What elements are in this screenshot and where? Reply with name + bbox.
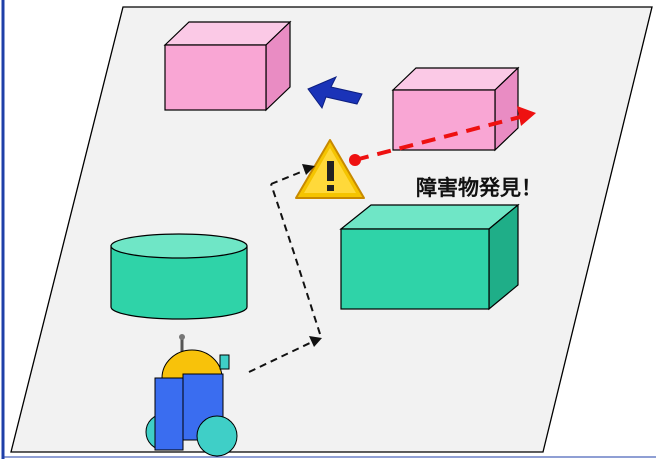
obstacle-found-caption: 障害物発見！: [416, 176, 542, 200]
floor-plane: [10, 6, 653, 453]
green-box: [339, 203, 520, 311]
pink-box-back: [163, 20, 292, 112]
red-sensor-path: [349, 106, 536, 166]
warning-icon: [295, 139, 365, 199]
green-cylinder: [110, 233, 248, 320]
robot: [145, 334, 238, 457]
pink-box-obstacle: [391, 66, 520, 152]
robot-path: [248, 164, 322, 373]
left-arrow-icon: [307, 76, 363, 110]
